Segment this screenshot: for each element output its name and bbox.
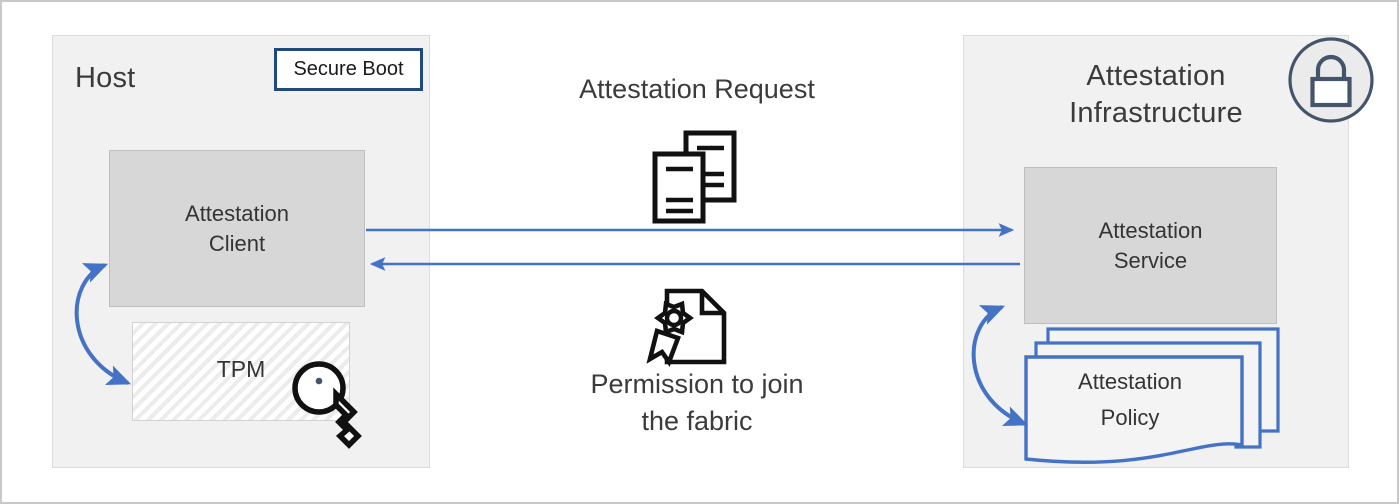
policy-sheet-front bbox=[1024, 355, 1244, 464]
attestation-policy-stack bbox=[1024, 327, 1280, 464]
attestation-request-label: Attestation Request bbox=[579, 74, 815, 104]
attestation-policy-label: Attestation Policy bbox=[1078, 369, 1182, 431]
attestation-client-label: Attestation Client bbox=[185, 201, 289, 256]
attestation-service-box: Attestation Service bbox=[1024, 167, 1277, 324]
attestation-service-label: Attestation Service bbox=[1098, 218, 1203, 273]
attestation-client-box: Attestation Client bbox=[109, 150, 365, 307]
secure-boot-tag: Secure Boot bbox=[274, 48, 423, 91]
certificate-icon bbox=[646, 288, 727, 367]
tpm-box: TPM bbox=[132, 322, 350, 421]
lock-icon bbox=[1288, 37, 1374, 123]
secure-boot-label: Secure Boot bbox=[293, 58, 404, 80]
host-panel-title: Host bbox=[75, 62, 136, 94]
documents-icon bbox=[652, 130, 737, 224]
tpm-label: TPM bbox=[216, 356, 266, 382]
permission-to-join-label: Permission to join the fabric bbox=[590, 369, 804, 437]
infrastructure-panel-title: Attestation Infrastructure bbox=[1069, 60, 1243, 130]
